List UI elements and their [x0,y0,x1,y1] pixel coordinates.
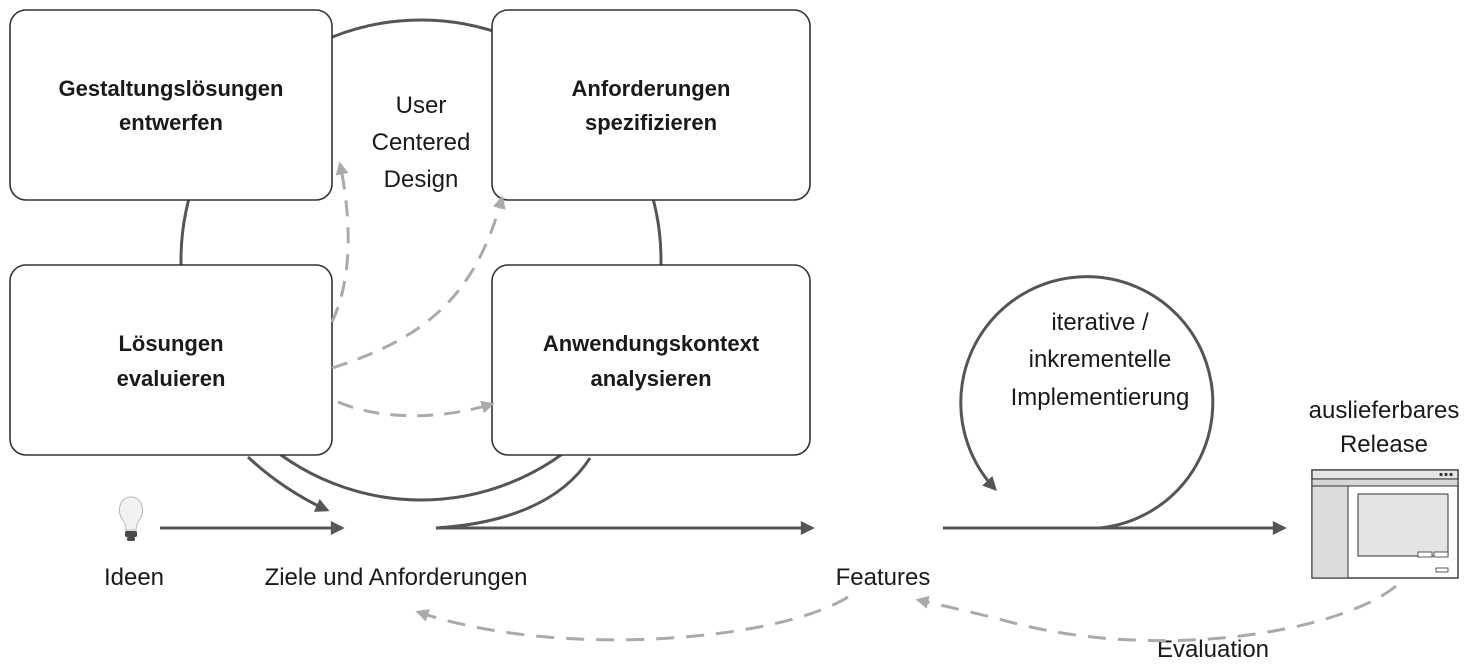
release-label-line-2: Release [1340,431,1428,458]
box-requirements-line-2: spezifizieren [585,110,717,135]
label-evaluation: Evaluation [1157,636,1269,663]
dashed-arrow-features-to-goals [415,595,849,642]
label-features: Features [836,564,931,591]
implementation-label-line-3: Implementierung [1011,384,1190,411]
label-ideas: Ideen [104,564,164,591]
box-design-line-2: entwerfen [119,110,223,135]
release-label: auslieferbares Release [1309,397,1460,458]
curve-context-to-flow [435,457,592,530]
ucd-label-line-1: User [396,92,447,119]
box-evaluate-line-1: Lösungen [118,331,223,356]
ucd-cycle-circle [179,18,663,502]
dashed-arrow-to-requirements [331,195,506,370]
implementation-label-line-2: inkrementelle [1029,346,1172,373]
dashed-arrow-to-context [337,400,495,418]
box-requirements-line-1: Anforderungen [572,76,731,101]
ucd-label: User Centered Design [372,92,471,193]
ucd-label-line-2: Centered [372,129,471,156]
box-design: Gestaltungslösungen entwerfen [9,9,333,201]
box-context-line-1: Anwendungskontext [543,331,760,356]
dashed-arrow-to-design [330,161,350,323]
box-design-line-1: Gestaltungslösungen [59,76,284,101]
arrow-evaluate-to-goals [246,455,330,512]
box-context-line-2: analysieren [590,366,711,391]
implementation-label-line-1: iterative / [1051,309,1149,336]
box-evaluate: Lösungen evaluieren [9,264,333,456]
label-goals: Ziele und Anforderungen [265,564,528,591]
box-evaluate-line-2: evaluieren [117,366,226,391]
dashed-arrow-release-to-features [915,584,1397,643]
lightbulb-icon [118,496,144,541]
application-window-icon [1311,469,1459,579]
release-label-line-1: auslieferbares [1309,397,1460,424]
box-requirements: Anforderungen spezifizieren [491,9,811,201]
box-context: Anwendungskontext analysieren [491,264,811,456]
ucd-label-line-3: Design [384,166,459,193]
implementation-loop [943,275,1215,530]
implementation-label: iterative / inkrementelle Implementierun… [1011,309,1190,411]
